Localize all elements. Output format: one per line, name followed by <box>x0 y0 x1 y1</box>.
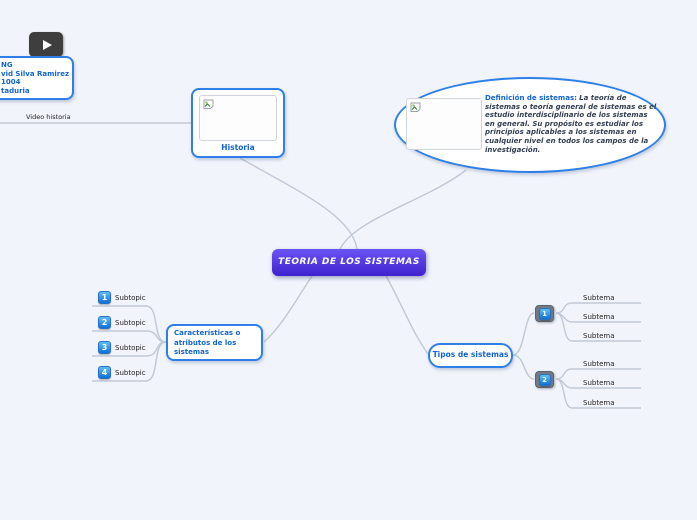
subtema-topic[interactable]: Subtema <box>583 294 615 302</box>
numbered-badge: 3 <box>98 341 111 354</box>
video-attachment-card[interactable]: NG vid Silva Ramirez 1004 taduria <box>0 56 74 100</box>
subtema-topic[interactable]: Subtema <box>583 379 615 387</box>
subtopic-label: Subtopic <box>115 293 146 302</box>
attachment-line: vid Silva Ramirez <box>1 69 70 78</box>
definicion-body: La teoría de sistemas o teoría general d… <box>485 94 657 154</box>
video-play-button[interactable] <box>29 32 63 57</box>
subtopic-item[interactable]: 4 Subtopic <box>98 365 146 380</box>
subtema-topic[interactable]: Subtema <box>583 399 615 407</box>
tipos-node[interactable]: Tipos de sistemas <box>428 343 513 368</box>
caracteristicas-node[interactable]: Características o atributos de los siste… <box>166 324 263 361</box>
numbered-badge: 4 <box>98 366 111 379</box>
attachment-line: 1004 <box>1 78 21 87</box>
subtopic-label: Subtopic <box>115 368 146 377</box>
numbered-badge: 1 <box>98 291 111 304</box>
definicion-text: Definición de sistemas: La teoría de sis… <box>485 94 659 154</box>
subtema-topic[interactable]: Subtema <box>583 332 615 340</box>
video-historia-topic[interactable]: Video historia <box>26 113 71 121</box>
numbered-badge: 2 <box>98 316 111 329</box>
numbered-badge: 1 <box>538 307 551 320</box>
historia-image-placeholder[interactable] <box>199 95 277 141</box>
subtopic-label: Subtopic <box>115 343 146 352</box>
subtopic-item[interactable]: 3 Subtopic <box>98 340 146 355</box>
historia-label: Historia <box>221 143 255 152</box>
historia-node[interactable]: Historia <box>191 88 285 158</box>
broken-image-icon <box>410 102 421 112</box>
tipos-group-1-node[interactable]: 1 <box>535 305 554 322</box>
play-icon <box>42 39 52 50</box>
tipos-group-2-node[interactable]: 2 <box>535 371 554 388</box>
definicion-image-placeholder[interactable] <box>406 98 482 150</box>
definicion-heading: Definición de sistemas: <box>485 94 577 102</box>
subtopic-label: Subtopic <box>115 318 146 327</box>
central-topic[interactable]: TEORIA DE LOS SISTEMAS <box>272 249 426 276</box>
subtopic-item[interactable]: 1 Subtopic <box>98 290 146 305</box>
attachment-line: NG <box>1 61 13 69</box>
subtema-topic[interactable]: Subtema <box>583 313 615 321</box>
attachment-line: taduria <box>1 87 30 96</box>
subtopic-item[interactable]: 2 Subtopic <box>98 315 146 330</box>
definicion-node[interactable]: Definición de sistemas: La teoría de sis… <box>394 77 666 173</box>
numbered-badge: 2 <box>538 373 551 386</box>
subtema-topic[interactable]: Subtema <box>583 360 615 368</box>
broken-image-icon <box>203 99 214 109</box>
